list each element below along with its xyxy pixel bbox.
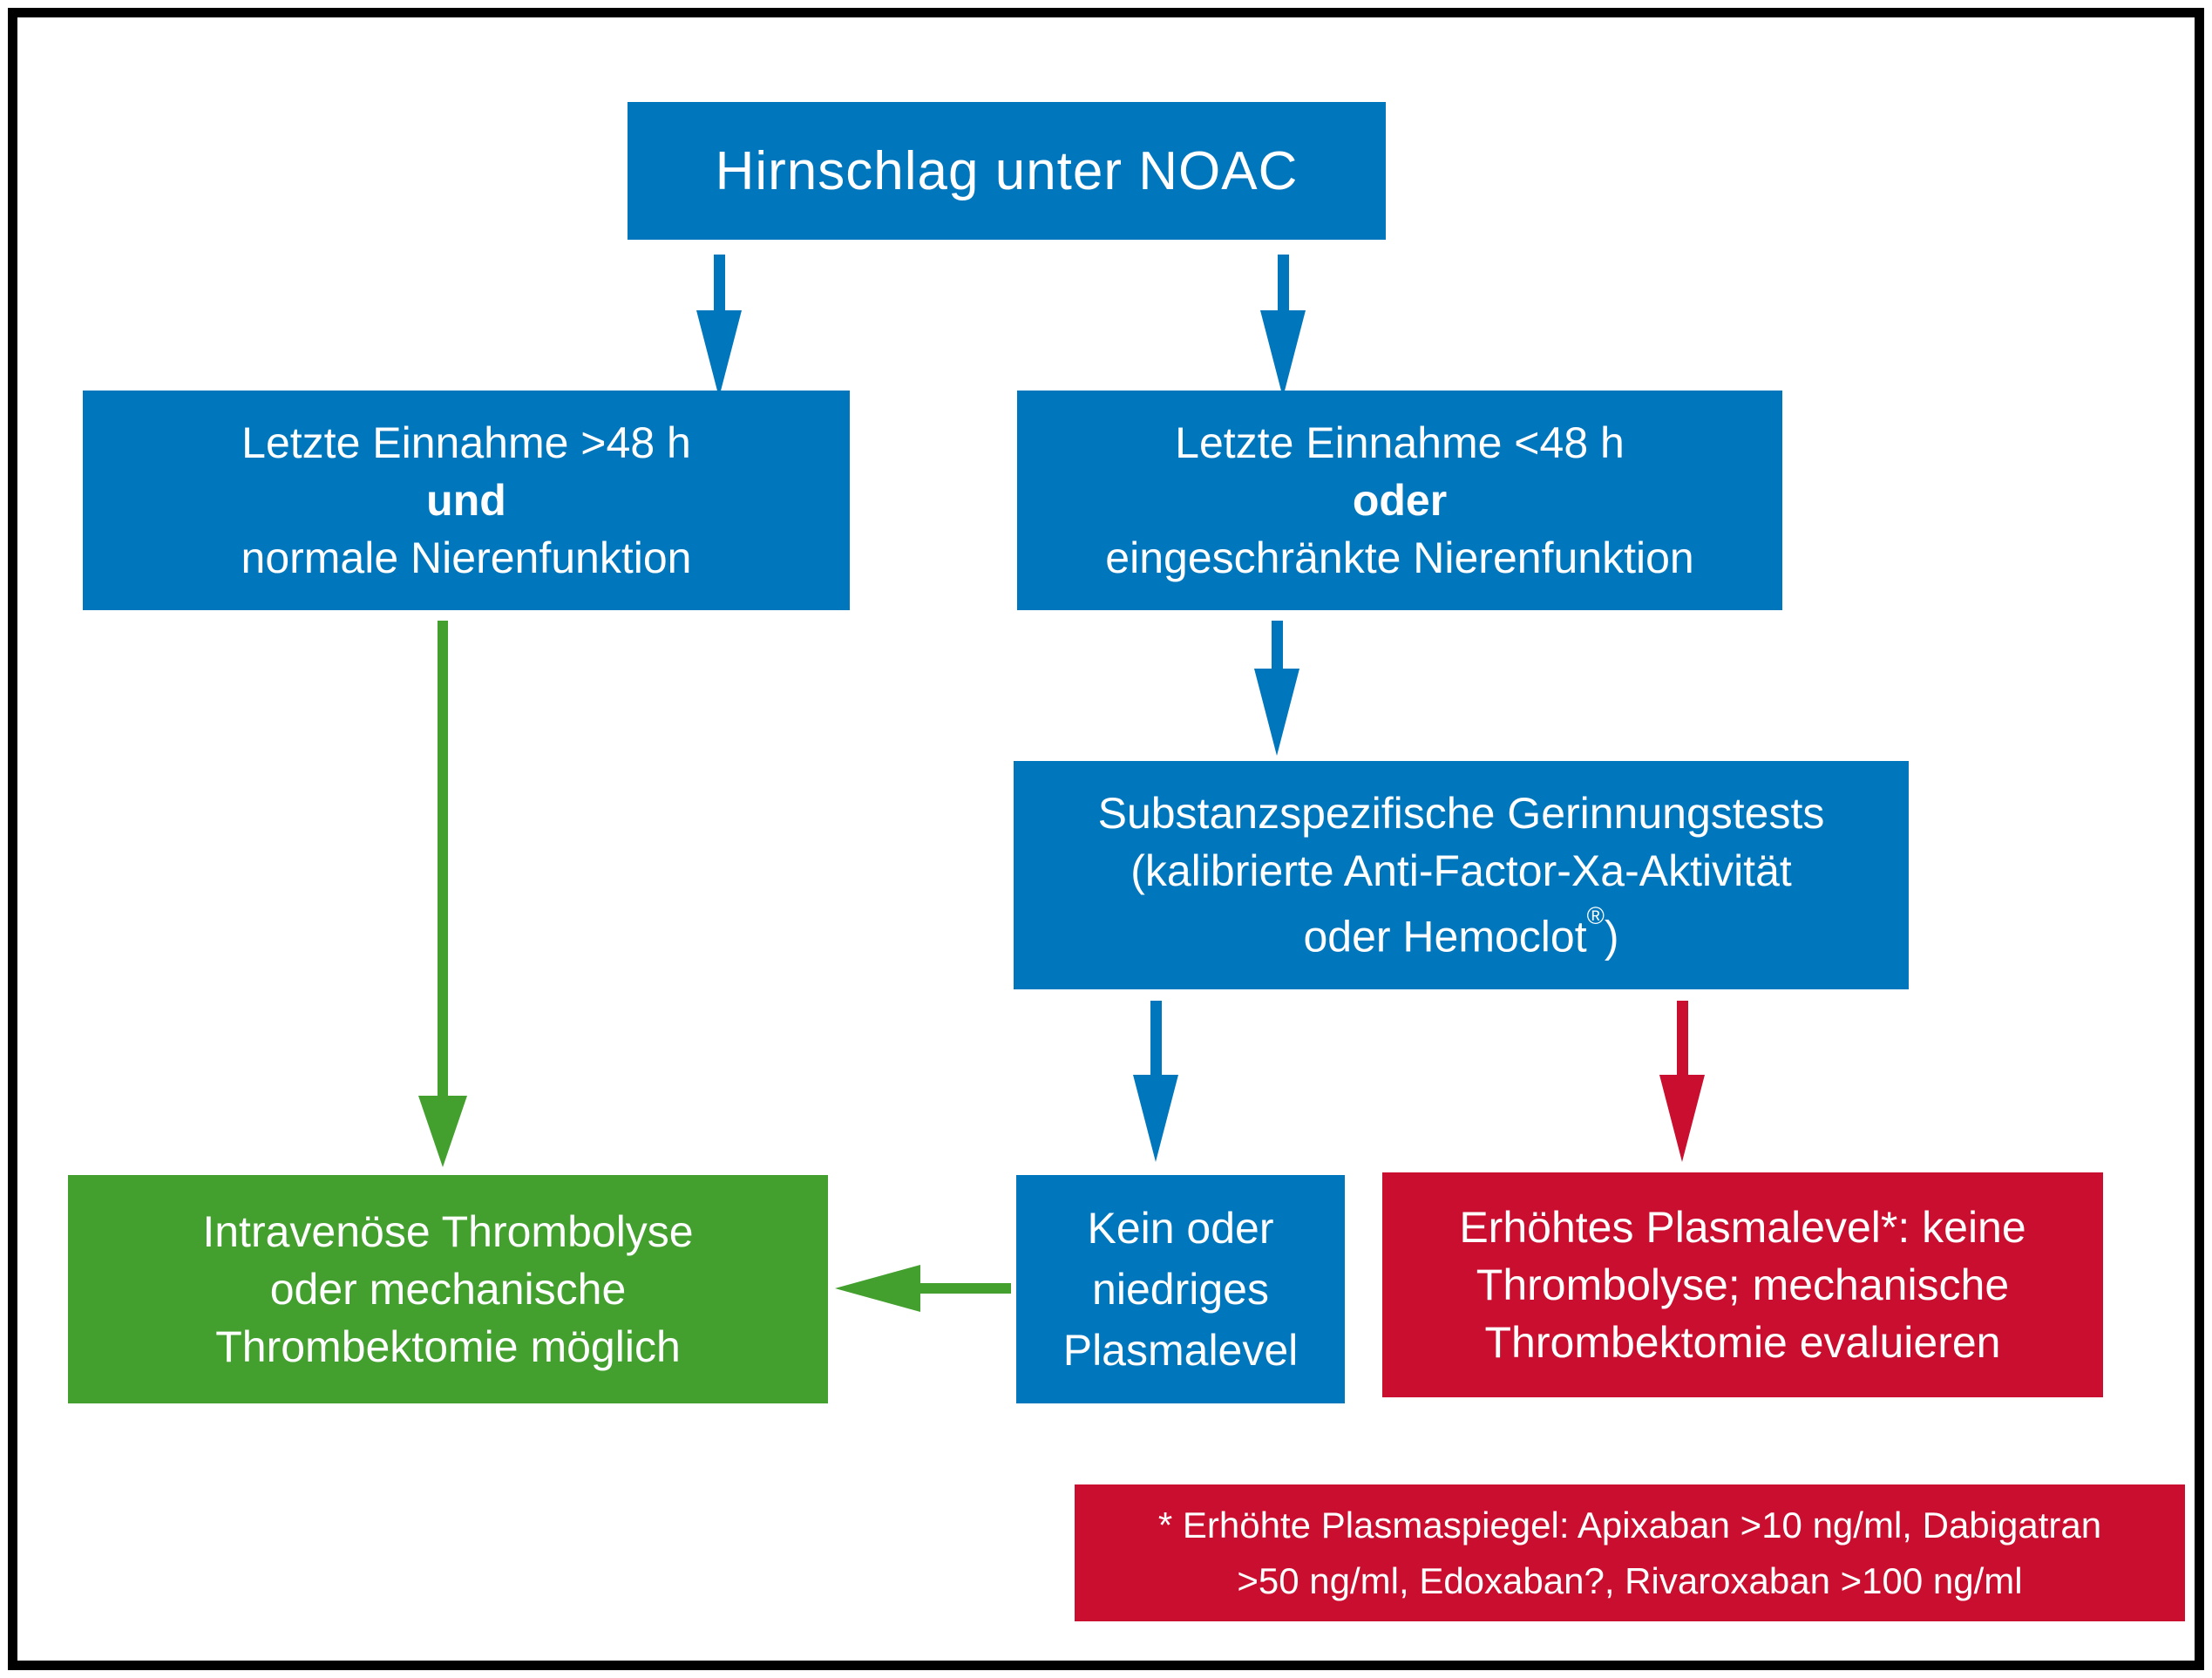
node-line: (kalibrierte Anti-Factor-Xa-Aktivität [1130, 846, 1792, 896]
node-line: Letzte Einnahme <48 h [1175, 418, 1625, 467]
node-line-connector: oder [1352, 476, 1448, 525]
arrow-tests-to-low-plasma [1133, 1001, 1178, 1162]
arrow-head-down-icon [418, 1096, 467, 1167]
figure-border [8, 8, 2204, 1670]
arrow-head-down-icon [1254, 669, 1299, 756]
node-line: normale Nierenfunktion [241, 533, 692, 582]
arrow-stem [713, 255, 725, 310]
arrow-stem [1676, 1001, 1688, 1075]
node-line: eingeschränkte Nierenfunktion [1105, 533, 1694, 582]
node-intake-over-48h: Letzte Einnahme >48 h und normale Nieren… [83, 391, 850, 610]
node-line-connector: und [426, 476, 506, 525]
arrow-head-down-icon [1260, 310, 1306, 397]
node-line: Thrombektomie möglich [215, 1322, 681, 1371]
node-thrombolysis-possible: Intravenöse Thrombolyse oder mechanische… [68, 1175, 828, 1403]
node-line: Kein oder [1087, 1204, 1274, 1253]
node-line: Intravenöse Thrombolyse [202, 1207, 694, 1256]
arrow-head-down-icon [1659, 1075, 1705, 1162]
arrow-low-plasma-to-thrombolysis [835, 1265, 1011, 1312]
arrow-stem [1271, 621, 1283, 669]
node-line: Thrombektomie evaluieren [1484, 1318, 2001, 1367]
footnote-line: * Erhöhte Plasmaspiegel: Apixaban >10 ng… [1157, 1504, 2102, 1546]
arrow-stem [438, 621, 448, 1096]
arrow-intake-over-48h-to-thrombolysis [418, 621, 467, 1167]
registered-trademark-icon: ® [1586, 902, 1605, 930]
node-coagulation-tests: Substanzspezifische Gerinnungstests (kal… [1014, 761, 1909, 989]
node-low-plasma-level: Kein oder niedriges Plasmalevel [1016, 1175, 1345, 1403]
arrow-stem [1277, 255, 1289, 310]
node-line: Erhöhtes Plasmalevel*: keine [1459, 1203, 2026, 1252]
node-line: Substanzspezifische Gerinnungstests [1097, 789, 1825, 839]
node-hirnschlag-unter-noac: Hirnschlag unter NOAC [628, 102, 1386, 240]
node-line: oder mechanische [269, 1265, 627, 1314]
arrow-title-to-intake-under-48h [1260, 255, 1306, 397]
arrow-tests-to-high-plasma [1659, 1001, 1705, 1162]
footnote-line: >50 ng/ml, Edoxaban?, Rivaroxaban >100 n… [1237, 1559, 2023, 1601]
node-line-text: oder Hemoclot [1303, 912, 1587, 961]
node-intake-under-48h: Letzte Einnahme <48 h oder eingeschränkt… [1017, 391, 1782, 610]
node-line: niedriges [1092, 1265, 1269, 1314]
node-line-text: ) [1604, 912, 1619, 961]
arrow-head-left-icon [835, 1265, 920, 1312]
node-high-plasma-level: Erhöhtes Plasmalevel*: keine Thrombolyse… [1382, 1172, 2103, 1397]
arrow-stem [920, 1283, 1011, 1294]
arrow-stem [1150, 1001, 1162, 1075]
node-line: Plasmalevel [1062, 1326, 1299, 1375]
arrow-head-down-icon [696, 310, 742, 397]
arrow-title-to-intake-over-48h [696, 255, 742, 397]
node-line: Letzte Einnahme >48 h [241, 418, 691, 467]
title-text: Hirnschlag unter NOAC [715, 140, 1299, 201]
arrow-intake-under-48h-to-tests [1254, 621, 1299, 756]
node-line: Thrombolyse; mechanische [1476, 1260, 2010, 1309]
arrow-head-down-icon [1133, 1075, 1178, 1162]
node-line: oder Hemoclot®) [1303, 900, 1618, 966]
footnote-elevated-plasma-levels: * Erhöhte Plasmaspiegel: Apixaban >10 ng… [1075, 1484, 2185, 1621]
